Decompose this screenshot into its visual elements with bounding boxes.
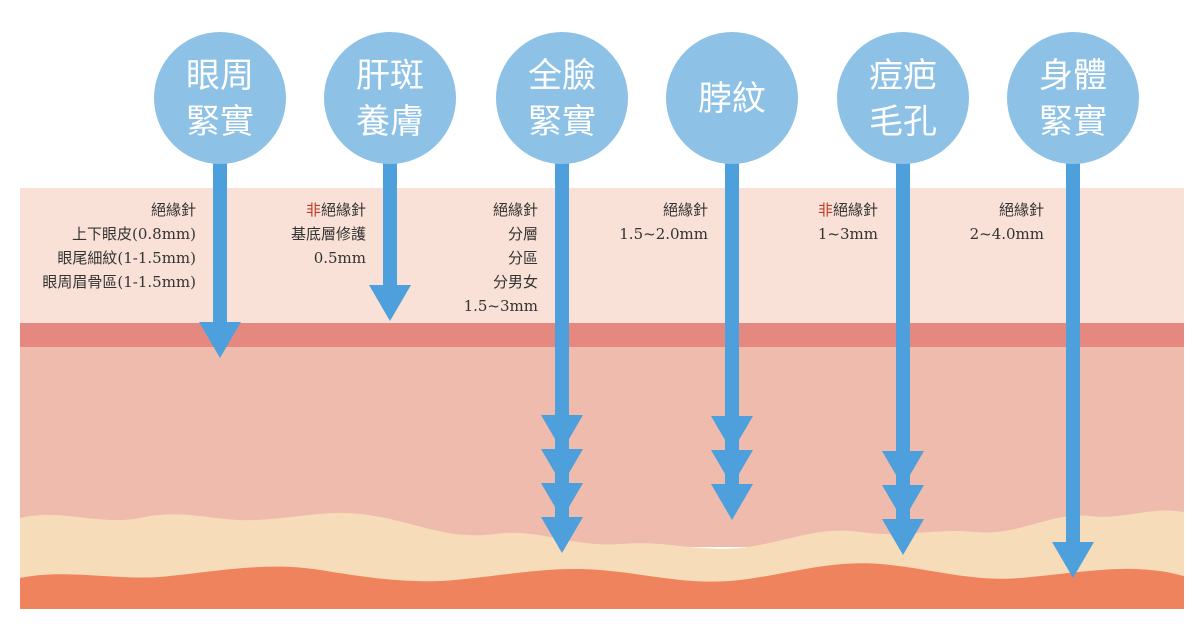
treatment-info-line: 非絕緣針 (306, 201, 366, 219)
skin-layers (20, 188, 1184, 609)
depth-arrow-head (369, 285, 411, 321)
treatment-title: 全臉 (528, 56, 596, 96)
treatment-info-line: 分區 (508, 249, 538, 267)
depth-arrow-head (882, 451, 924, 487)
treatment-info-line: 絕緣針 (493, 201, 538, 219)
depth-arrow-head (882, 485, 924, 521)
treatment-info-line: 絕緣針 (663, 201, 708, 219)
treatment-info-line: 絕緣針 (999, 201, 1044, 219)
treatment-info-line: 上下眼皮(0.8mm) (72, 225, 196, 243)
treatment-title: 緊實 (186, 102, 254, 142)
depth-arrow-head (541, 415, 583, 451)
info-text: 分男女 (493, 273, 538, 291)
info-text: 絕緣針 (151, 201, 196, 219)
treatment-circle (324, 32, 456, 164)
treatment-info-line: 分層 (508, 225, 538, 243)
info-text: 2~4.0mm (970, 225, 1044, 243)
info-text: 1.5~2.0mm (619, 225, 708, 243)
treatment-info-line: 1.5~3mm (464, 297, 538, 315)
treatment-circle (154, 32, 286, 164)
treatment-title: 身體 (1039, 56, 1107, 96)
depth-arrow-head (711, 484, 753, 520)
info-text: 分層 (508, 225, 538, 243)
depth-arrow-head (199, 322, 241, 358)
depth-arrow-head (541, 517, 583, 553)
depth-arrow-head (541, 483, 583, 519)
treatment-info-line: 非絕緣針 (818, 201, 878, 219)
depth-arrow-shaft (213, 160, 227, 326)
treatment-title: 痘疤 (869, 56, 937, 96)
depth-arrow-shaft (383, 160, 397, 289)
treatment-title: 脖紋 (698, 79, 766, 119)
info-text: 1.5~3mm (464, 297, 538, 315)
depth-arrow-head (1052, 542, 1094, 578)
non-insulated-marker: 非 (306, 201, 321, 219)
treatment-circle (837, 32, 969, 164)
treatment-title: 緊實 (528, 102, 596, 142)
info-text: 1~3mm (818, 225, 878, 243)
treatment-info-line: 2~4.0mm (970, 225, 1044, 243)
treatment-title: 毛孔 (869, 102, 937, 142)
treatment-info-line: 分男女 (493, 273, 538, 291)
info-text: 基底層修護 (291, 225, 366, 243)
depth-arrow-shaft (896, 160, 910, 523)
treatment-title: 眼周 (186, 56, 254, 96)
depth-arrow-head (711, 416, 753, 452)
info-text: 絕緣針 (493, 201, 538, 219)
info-text: 分區 (508, 249, 538, 267)
info-text: 絕緣針 (999, 201, 1044, 219)
non-insulated-marker: 非 (818, 201, 833, 219)
dermis-layer (20, 347, 1184, 547)
treatment-circle (496, 32, 628, 164)
treatment-info-line: 絕緣針 (151, 201, 196, 219)
treatment-info-line: 眼尾細紋(1-1.5mm) (57, 249, 196, 267)
depth-arrow-head (882, 519, 924, 555)
treatment-title: 肝斑 (356, 56, 424, 96)
treatment-circle (666, 32, 798, 164)
muscle-layer (20, 563, 1184, 609)
depth-arrow-shaft (1066, 160, 1080, 546)
info-text: 絕緣針 (663, 201, 708, 219)
dermal-band-layer (20, 323, 1184, 348)
depth-arrow-head (711, 450, 753, 486)
treatment-info-line: 1.5~2.0mm (619, 225, 708, 243)
treatment-title: 養膚 (356, 102, 424, 142)
depth-arrow-head (541, 449, 583, 485)
treatment-info-line: 基底層修護 (291, 225, 366, 243)
info-text: 眼周眉骨區(1-1.5mm) (42, 273, 196, 291)
info-text: 眼尾細紋(1-1.5mm) (57, 249, 196, 267)
info-text: 上下眼皮(0.8mm) (72, 225, 196, 243)
treatment-info-line: 1~3mm (818, 225, 878, 243)
treatment-circle (1007, 32, 1139, 164)
depth-arrow-shaft (725, 160, 739, 488)
info-text: 絕緣針 (833, 201, 878, 219)
info-text: 絕緣針 (321, 201, 366, 219)
treatment-info-line: 眼周眉骨區(1-1.5mm) (42, 273, 196, 291)
info-text: 0.5mm (314, 249, 366, 267)
treatment-title: 緊實 (1039, 102, 1107, 142)
treatment-info-line: 0.5mm (314, 249, 366, 267)
